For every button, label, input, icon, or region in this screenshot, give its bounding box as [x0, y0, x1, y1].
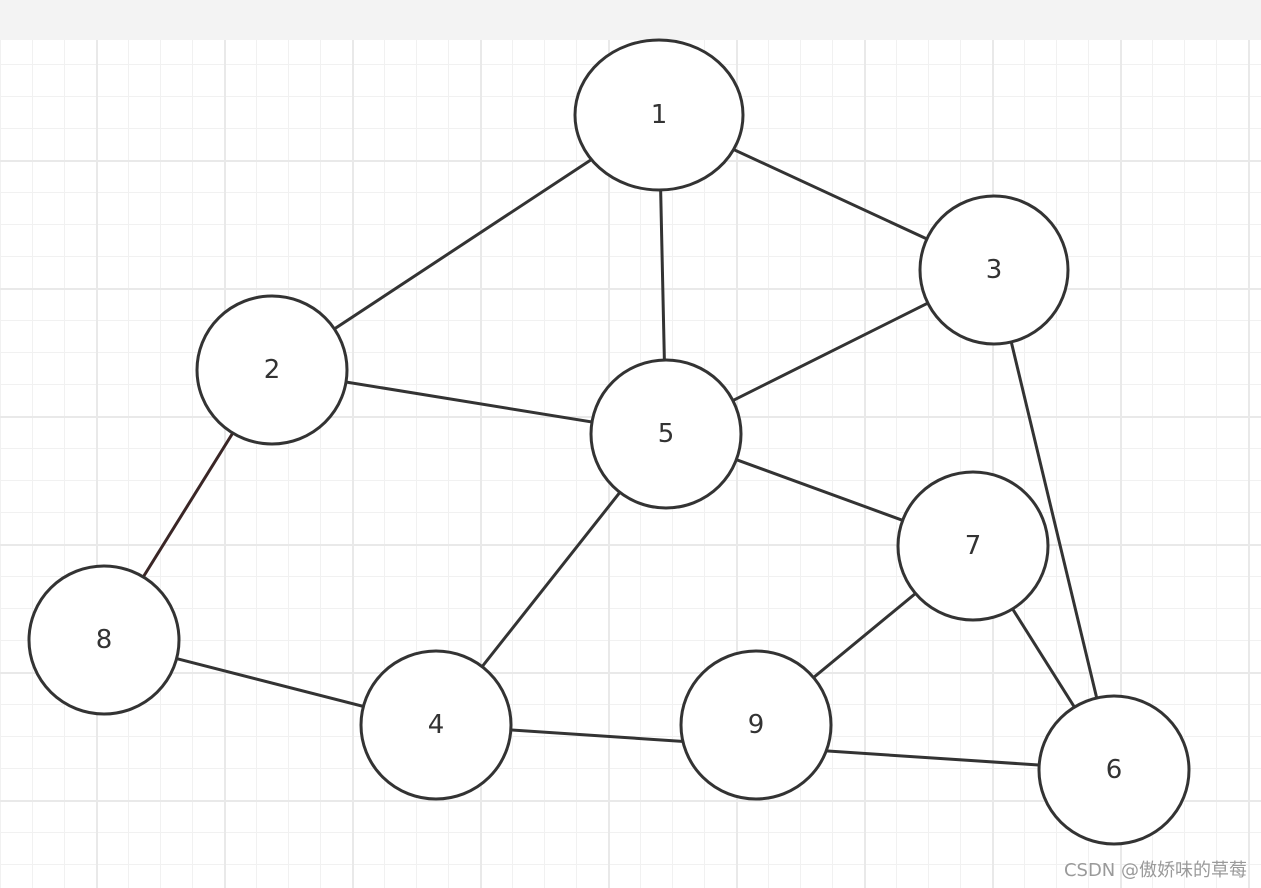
node-5-circle — [589, 358, 743, 510]
node-9-label: 9 — [748, 710, 765, 740]
node-2: 2 — [195, 294, 349, 446]
node-1-circle — [573, 38, 745, 192]
node-7: 7 — [896, 470, 1050, 622]
watermark-text: CSDN @傲娇味的草莓 — [1063, 860, 1247, 881]
node-3-circle — [918, 194, 1070, 346]
node-6-label: 6 — [1106, 755, 1123, 785]
node-8: 8 — [27, 564, 181, 716]
node-2-circle — [195, 294, 349, 446]
node-4-circle — [359, 649, 513, 801]
node-9-circle — [679, 649, 833, 801]
node-4-label: 4 — [428, 710, 445, 740]
node-6: 6 — [1037, 694, 1191, 846]
node-7-label: 7 — [965, 531, 982, 561]
node-9: 9 — [679, 649, 833, 801]
node-5-label: 5 — [658, 419, 675, 449]
node-5: 5 — [589, 358, 743, 510]
node-6-circle — [1037, 694, 1191, 846]
edge-3-6 — [992, 269, 1116, 771]
node-7-circle — [896, 470, 1050, 622]
node-8-label: 8 — [96, 625, 113, 655]
node-2-label: 2 — [264, 355, 281, 385]
node-8-circle — [27, 564, 181, 716]
node-4: 4 — [359, 649, 513, 801]
node-3: 3 — [918, 194, 1070, 346]
node-3-label: 3 — [986, 255, 1003, 285]
node-layer: 1 2 3 4 5 6 7 8 9 — [27, 38, 1191, 846]
node-1-label: 1 — [651, 100, 668, 130]
node-1: 1 — [573, 38, 745, 192]
